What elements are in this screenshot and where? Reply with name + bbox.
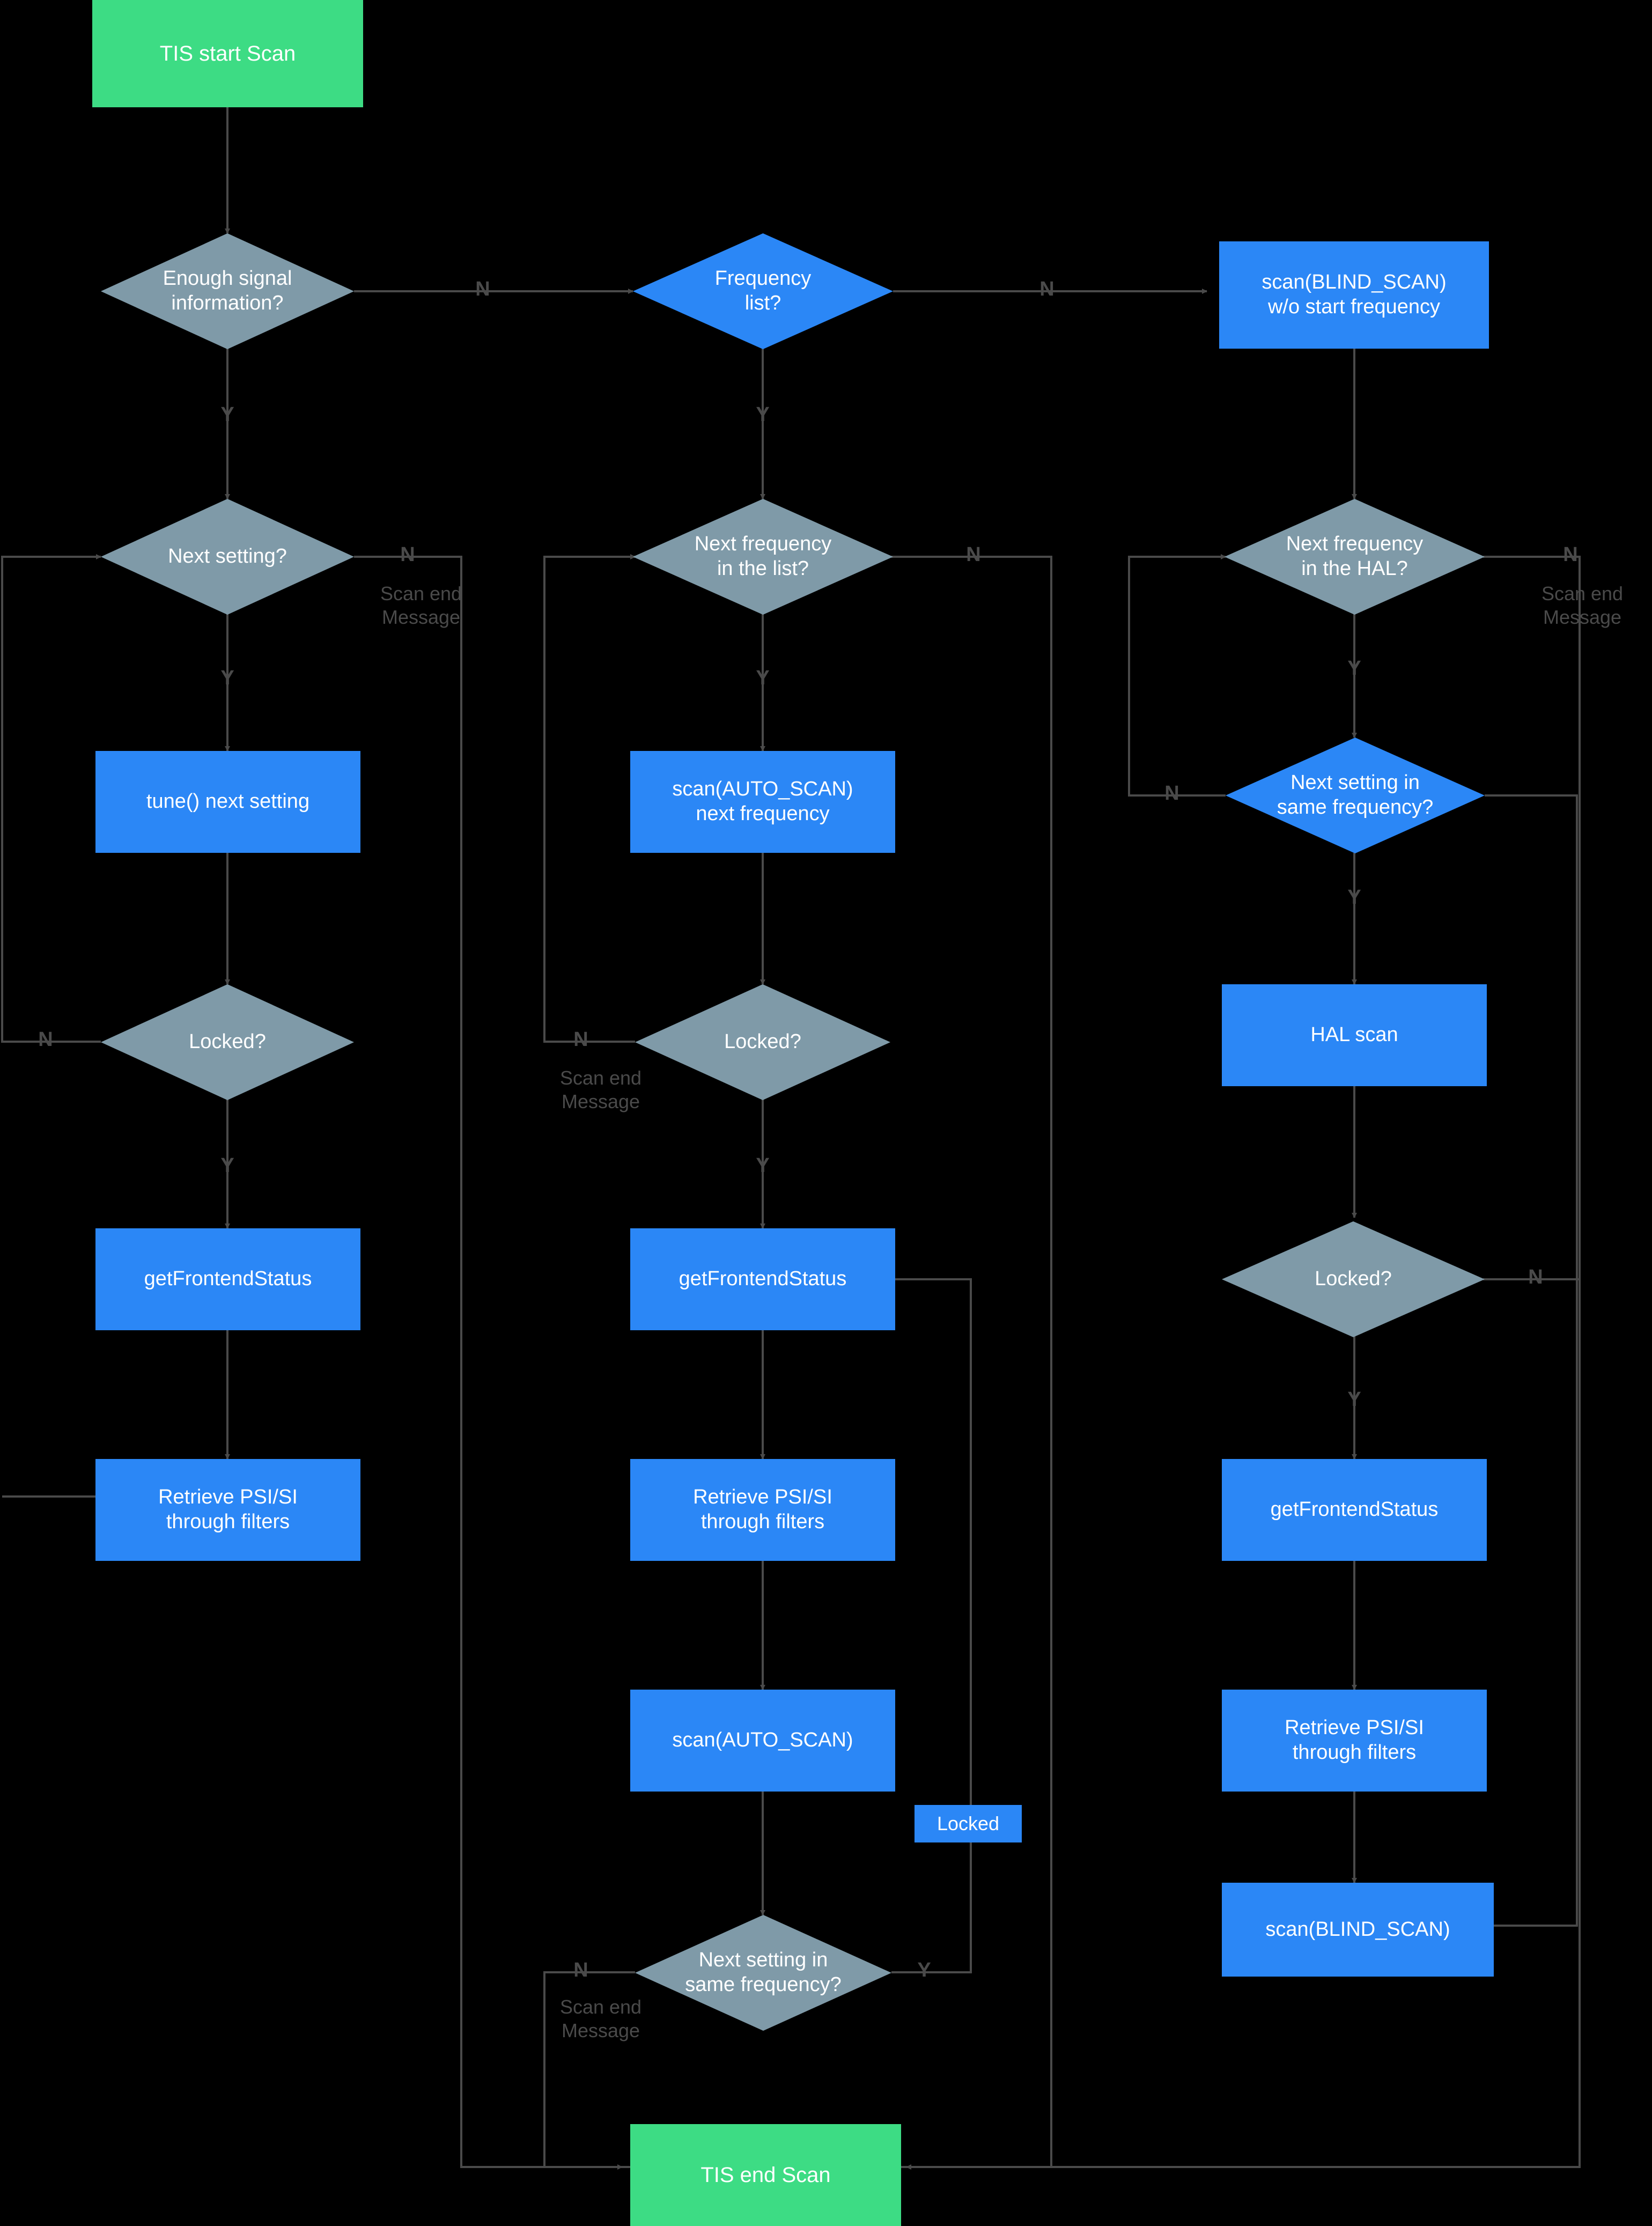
node-scan-auto-scan[interactable]: scan(AUTO_SCAN) [630,1690,895,1792]
decision-locked-right[interactable]: Locked? [1222,1221,1485,1337]
decision-locked-left[interactable]: Locked? [101,984,354,1100]
node-label: Locked? [724,1030,801,1053]
decision-enough-signal-information[interactable]: Enough signal information? [101,233,354,349]
edge-label-frequency-list-n: N [1039,278,1054,300]
decision-frequency-list[interactable]: Frequency list? [633,233,893,349]
edge-label-frequency-list-y: Y [756,403,770,426]
edge-label-locked-right-y: Y [1347,1388,1361,1411]
edge-label-locked-right-n: N [1528,1266,1543,1288]
edge-label-enough-signal-y: Y [220,403,234,426]
node-label: getFrontendStatus [1270,1498,1439,1521]
note-scan-end-message-right: Scan end Message [1541,583,1624,628]
node-label: tune() next setting [146,790,310,813]
edge-label-locked-middle-n: N [573,1028,588,1051]
node-get-frontend-status-right[interactable]: getFrontendStatus [1222,1459,1487,1561]
edge-label-next-setting-same-freq-right-n: N [1164,782,1179,805]
diamond-shape [1226,738,1485,853]
node-label: TIS start Scan [159,42,296,65]
diamond-shape [101,499,354,615]
node-get-frontend-status-middle[interactable]: getFrontendStatus [630,1228,895,1330]
edge-label-locked-left-y: Y [220,1154,234,1177]
edge-label-next-setting-same-freq-middle-n: N [573,1959,588,1981]
node-label: Locked? [1315,1267,1392,1291]
edge-label-locked-middle-y: Y [756,1154,770,1177]
decision-next-setting-in-same-frequency-right[interactable]: Next setting in same frequency? [1226,738,1485,853]
node-label: Retrieve PSI/SI through filters [158,1486,298,1533]
note-scan-end-message-middle-top: Scan end Message [559,1067,642,1112]
node-label: Next setting in same frequency? [685,1949,842,1996]
node-tis-start-scan[interactable]: TIS start Scan [92,0,363,107]
edge-label-enough-signal-n: N [475,278,490,300]
decision-next-setting-in-same-frequency-middle[interactable]: Next setting in same frequency? [635,1915,891,2031]
node-label: scan(AUTO_SCAN) [672,1729,853,1752]
node-label: HAL scan [1310,1023,1398,1046]
node-label: Enough signal information? [163,267,292,314]
node-label: Locked? [189,1030,266,1053]
node-label: scan(BLIND_SCAN) [1265,1918,1450,1941]
node-scan-auto-scan-next-frequency[interactable]: scan(AUTO_SCAN) next frequency [630,751,895,853]
node-label: Retrieve PSI/SI through filters [693,1486,832,1533]
edge-label-next-frequency-list-y: Y [756,667,770,689]
diamond-shape [101,233,354,349]
node-label: getFrontendStatus [144,1267,312,1291]
note-scan-end-message-left: Scan end Message [380,583,462,628]
node-hal-scan[interactable]: HAL scan [1222,984,1487,1086]
diamond-shape [1222,1221,1485,1337]
node-label: getFrontendStatus [678,1267,847,1291]
decision-next-frequency-in-the-list[interactable]: Next frequency in the list? [633,499,893,615]
node-get-frontend-status-left[interactable]: getFrontendStatus [95,1228,360,1330]
node-scan-blind-scan-wo-start-frequency[interactable]: scan(BLIND_SCAN) w/o start frequency [1219,241,1489,349]
node-tis-end-scan[interactable]: TIS end Scan [630,2124,901,2226]
decision-next-frequency-in-the-hal[interactable]: Next frequency in the HAL? [1225,499,1485,615]
diamond-shape [633,499,893,615]
node-label: Next setting in same frequency? [1277,771,1434,819]
node-label: Next setting? [168,545,287,568]
node-label: TIS end Scan [700,2163,831,2187]
decision-next-setting[interactable]: Next setting? [101,499,354,615]
node-label: Next frequency in the list? [694,533,832,580]
edge-label-next-setting-y: Y [220,667,234,689]
diamond-shape [633,233,893,349]
node-label: Locked [936,1812,1000,1835]
diamond-shape [635,1915,891,2031]
node-locked-badge[interactable]: Locked [914,1805,1022,1842]
node-label: Retrieve PSI/SI through filters [1285,1716,1424,1764]
node-scan-blind-scan-right[interactable]: scan(BLIND_SCAN) [1222,1883,1494,1977]
edge-label-locked-left-n: N [38,1028,53,1051]
node-label: scan(BLIND_SCAN) w/o start frequency [1262,271,1447,318]
node-retrieve-psi-si-left[interactable]: Retrieve PSI/SI through filters [95,1459,360,1561]
node-label: scan(AUTO_SCAN) next frequency [672,778,853,825]
edge-label-next-setting-n: N [400,543,415,566]
note-scan-end-message-middle-bottom: Scan end Message [559,1996,642,2041]
edge-label-next-frequency-list-n: N [966,543,981,566]
edge-label-next-frequency-hal-n: N [1563,543,1578,566]
decision-locked-middle[interactable]: Locked? [635,984,890,1100]
diamond-shape [1225,499,1485,615]
node-retrieve-psi-si-right[interactable]: Retrieve PSI/SI through filters [1222,1690,1487,1792]
node-retrieve-psi-si-middle[interactable]: Retrieve PSI/SI through filters [630,1459,895,1561]
node-label: Next frequency in the HAL? [1286,533,1424,580]
diamond-shape [635,984,890,1100]
edge-label-next-setting-same-freq-right-y: Y [1347,886,1361,909]
edge-label-next-setting-same-freq-middle-y: Y [917,1959,931,1981]
node-label: Frequency list? [714,267,812,314]
diamond-shape [101,984,354,1100]
node-tune-next-setting[interactable]: tune() next setting [95,751,360,853]
edge-label-next-frequency-hal-y: Y [1347,657,1361,680]
